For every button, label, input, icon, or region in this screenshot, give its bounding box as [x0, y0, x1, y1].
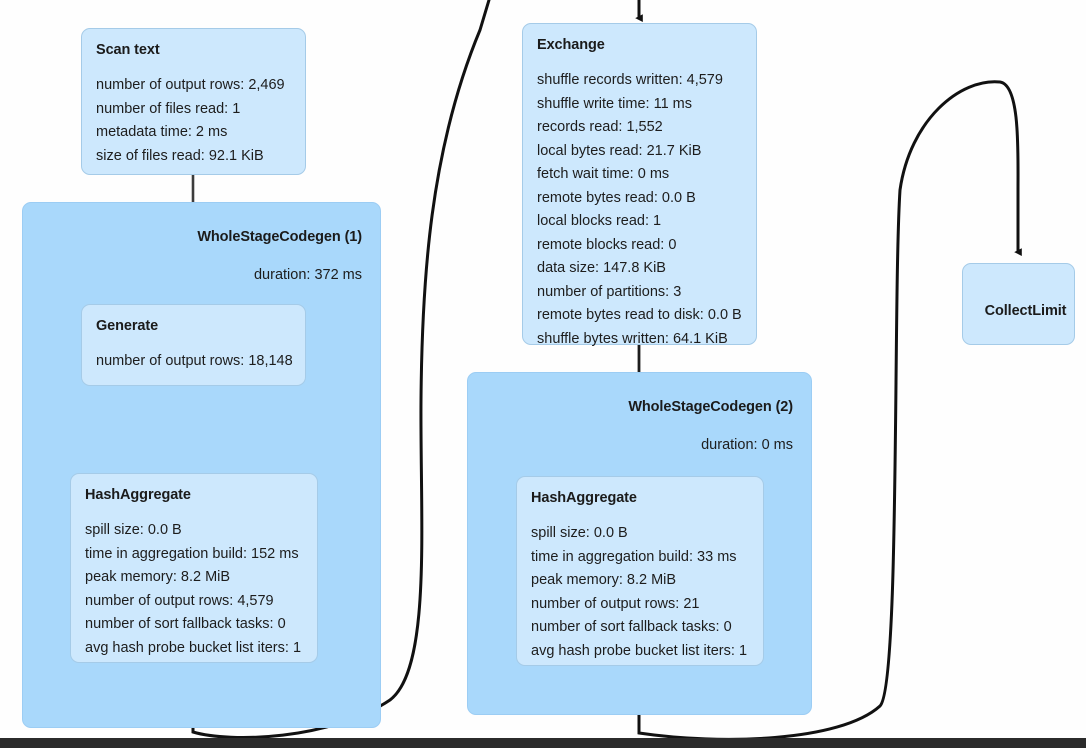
metric-row: avg hash probe bucket list iters: 1 — [85, 639, 302, 656]
node-hashaggregate-2[interactable]: HashAggregate spill size: 0.0 B time in … — [516, 476, 764, 666]
metric-row: remote bytes read: 0.0 B — [537, 189, 696, 206]
metric-row: number of output rows: 18,148 — [96, 353, 293, 369]
hashaggregate-2-metrics: spill size: 0.0 B time in aggregation bu… — [517, 506, 763, 675]
metric-row: data size: 147.8 KiB — [537, 260, 666, 276]
wholestagecodegen-1-header: WholeStageCodegen (1) duration: 372 ms — [23, 203, 380, 283]
metric-row: number of output rows: 4,579 — [85, 592, 274, 609]
generate-metrics: number of output rows: 18,148 — [82, 334, 305, 386]
hashaggregate-1-metrics: spill size: 0.0 B time in aggregation bu… — [71, 503, 317, 672]
collect-limit-label-wrap: CollectLimit — [963, 264, 1074, 344]
scan-text-metrics: number of output rows: 2,469 number of f… — [82, 58, 305, 180]
wholestagecodegen-1-duration: duration: 372 ms — [253, 267, 362, 283]
metric-row: peak memory: 8.2 MiB — [531, 572, 677, 588]
metric-row: metadata time: 2 ms — [96, 124, 228, 140]
metric-row: peak memory: 8.2 MiB — [85, 569, 231, 585]
metric-row: fetch wait time: 0 ms — [537, 166, 670, 182]
scan-text-title: Scan text — [96, 42, 160, 58]
metric-row: records read: 1,552 — [537, 119, 663, 135]
exchange-metrics: shuffle records written: 4,579 shuffle w… — [523, 53, 756, 363]
generate-title: Generate — [96, 318, 159, 334]
collect-limit-title: CollectLimit — [984, 302, 1067, 319]
metric-row: avg hash probe bucket list iters: 1 — [531, 642, 748, 659]
metric-row: number of output rows: 21 — [531, 595, 700, 612]
node-scan-text[interactable]: Scan text number of output rows: 2,469 n… — [81, 28, 306, 175]
metric-row: number of files read: 1 — [96, 100, 241, 117]
metric-row: shuffle write time: 11 ms — [537, 95, 692, 112]
metric-row: time in aggregation build: 152 ms — [85, 545, 299, 562]
metric-row: number of sort fallback tasks: 0 — [531, 619, 732, 635]
metric-row: remote blocks read: 0 — [537, 236, 677, 253]
wholestagecodegen-2-header: WholeStageCodegen (2) duration: 0 ms — [468, 373, 811, 453]
node-generate[interactable]: Generate number of output rows: 18,148 — [81, 304, 306, 386]
bottom-scrollbar[interactable] — [0, 738, 1086, 748]
node-exchange[interactable]: Exchange shuffle records written: 4,579 … — [522, 23, 757, 347]
metric-row: size of files read: 92.1 KiB — [96, 147, 264, 164]
metric-row: number of output rows: 2,469 — [96, 77, 285, 93]
wholestagecodegen-2-duration: duration: 0 ms — [701, 437, 793, 453]
metric-row: local blocks read: 1 — [537, 213, 662, 229]
metric-row: remote bytes read to disk: 0.0 B — [537, 307, 742, 323]
hashaggregate-2-title: HashAggregate — [531, 490, 637, 506]
metric-row: shuffle records written: 4,579 — [537, 72, 723, 88]
hashaggregate-1-title: HashAggregate — [85, 487, 191, 503]
metric-row: spill size: 0.0 B — [85, 522, 182, 538]
exchange-title: Exchange — [537, 37, 605, 53]
metric-row: spill size: 0.0 B — [531, 525, 628, 541]
node-collect-limit[interactable]: CollectLimit — [962, 263, 1075, 345]
metric-row: shuffle bytes written: 64.1 KiB — [537, 330, 728, 347]
metric-row: number of partitions: 3 — [537, 283, 682, 300]
node-hashaggregate-1[interactable]: HashAggregate spill size: 0.0 B time in … — [70, 473, 318, 663]
metric-row: time in aggregation build: 33 ms — [531, 548, 737, 565]
metric-row: local bytes read: 21.7 KiB — [537, 142, 702, 159]
wholestagecodegen-1-title: WholeStageCodegen (1) — [197, 229, 362, 245]
wholestagecodegen-2-title: WholeStageCodegen (2) — [628, 399, 793, 415]
metric-row: number of sort fallback tasks: 0 — [85, 616, 286, 632]
